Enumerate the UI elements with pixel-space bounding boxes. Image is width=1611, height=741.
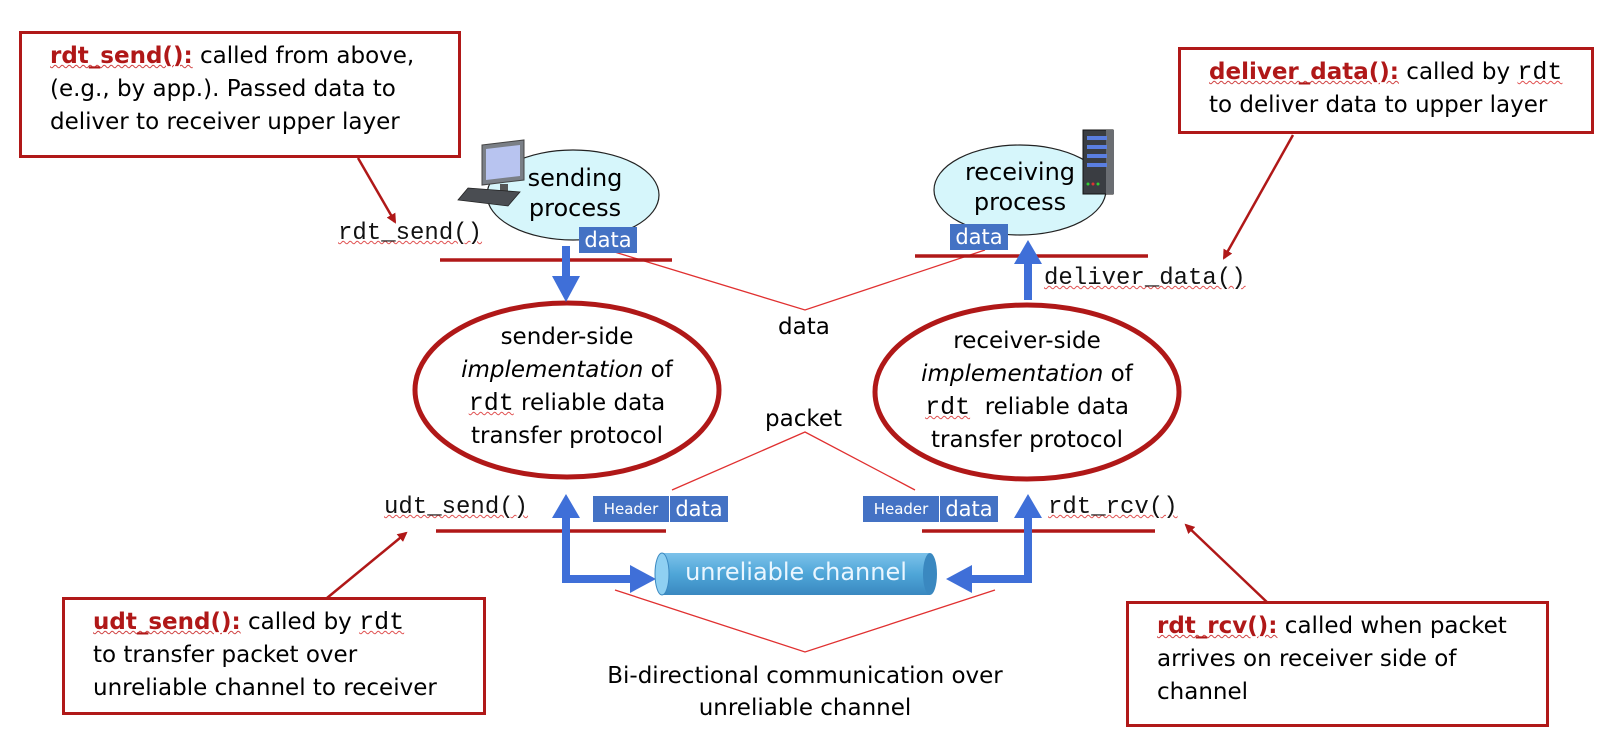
deliver-data-pointer	[1222, 134, 1295, 260]
sender-implementation-label: sender-side implementation of rdt reliab…	[461, 324, 673, 449]
channel-left-end	[654, 552, 670, 596]
receiver-implementation-ellipse	[872, 302, 1182, 482]
sender-implementation-ellipse	[412, 300, 722, 480]
bidirectional-caption: Bi-directional communication over unreli…	[607, 663, 1003, 721]
udt-send-label: udt_send()	[384, 494, 529, 521]
channel-right-end	[923, 553, 937, 595]
packet-data-tag: data	[670, 496, 728, 522]
packet-header-tag: Header	[863, 496, 940, 522]
rdt-send-label: rdt_send()	[338, 220, 483, 247]
server-icon	[1082, 129, 1114, 195]
data-connector	[607, 249, 986, 311]
computer-icon	[457, 139, 525, 207]
sender-down-arrow-head	[552, 276, 580, 302]
udt-send-pointer	[326, 531, 408, 599]
channel-label: unreliable channel	[685, 558, 907, 586]
packet-data-tag: data	[940, 496, 998, 522]
receiver-data-tag: data	[950, 224, 1008, 250]
receiver-up-arrow-shaft	[1024, 262, 1032, 300]
callout-pointers	[326, 134, 1295, 606]
receiving-process-label: receiving process	[964, 158, 1076, 216]
receiver-channel-arrow-up-head	[1014, 494, 1042, 518]
sender-packet: Header data	[593, 496, 728, 522]
sender-down-arrow-shaft	[562, 246, 570, 278]
rdt-rcv-callout: rdt_rcv(): called when packet arrives on…	[1126, 601, 1549, 727]
callout-fn-name: rdt_send():	[50, 43, 193, 69]
rdt-rcv-label: rdt_rcv()	[1048, 494, 1178, 521]
sender-channel-arrow-shaft	[562, 516, 636, 583]
connector-lines	[607, 249, 996, 653]
packet-connector	[671, 431, 916, 491]
sending-process-label: sending process	[527, 164, 623, 222]
deliver-data-label: deliver_data()	[1044, 265, 1246, 292]
sender-channel-arrow-up-head	[552, 494, 580, 518]
packet-label: packet	[765, 406, 843, 432]
sender-data-tag: data	[579, 227, 637, 253]
receiver-channel-arrow-left-head	[946, 565, 972, 593]
rdt-send-callout: rdt_send(): called from above, (e.g., by…	[19, 31, 461, 158]
unreliable-channel	[654, 552, 937, 596]
receiver-packet: Header data	[863, 496, 998, 522]
receiver-implementation-label: receiver-side implementation of rdt reli…	[921, 328, 1133, 453]
data-label: data	[778, 314, 830, 340]
rdt-rcv-pointer	[1184, 523, 1271, 606]
packet-header-tag: Header	[593, 496, 670, 522]
sender-channel-arrow-right-head	[630, 565, 656, 593]
channel-body	[662, 553, 930, 595]
receiver-up-arrow-head	[1014, 240, 1042, 264]
udt-send-callout: udt_send(): called by rdt to transfer pa…	[62, 597, 486, 715]
rdt-send-pointer	[356, 157, 397, 224]
bidir-connector	[614, 589, 996, 653]
receiver-channel-arrow-shaft	[966, 516, 1032, 583]
flow-arrows	[552, 240, 1042, 593]
deliver-data-callout: deliver_data(): called by rdt to deliver…	[1178, 47, 1594, 134]
